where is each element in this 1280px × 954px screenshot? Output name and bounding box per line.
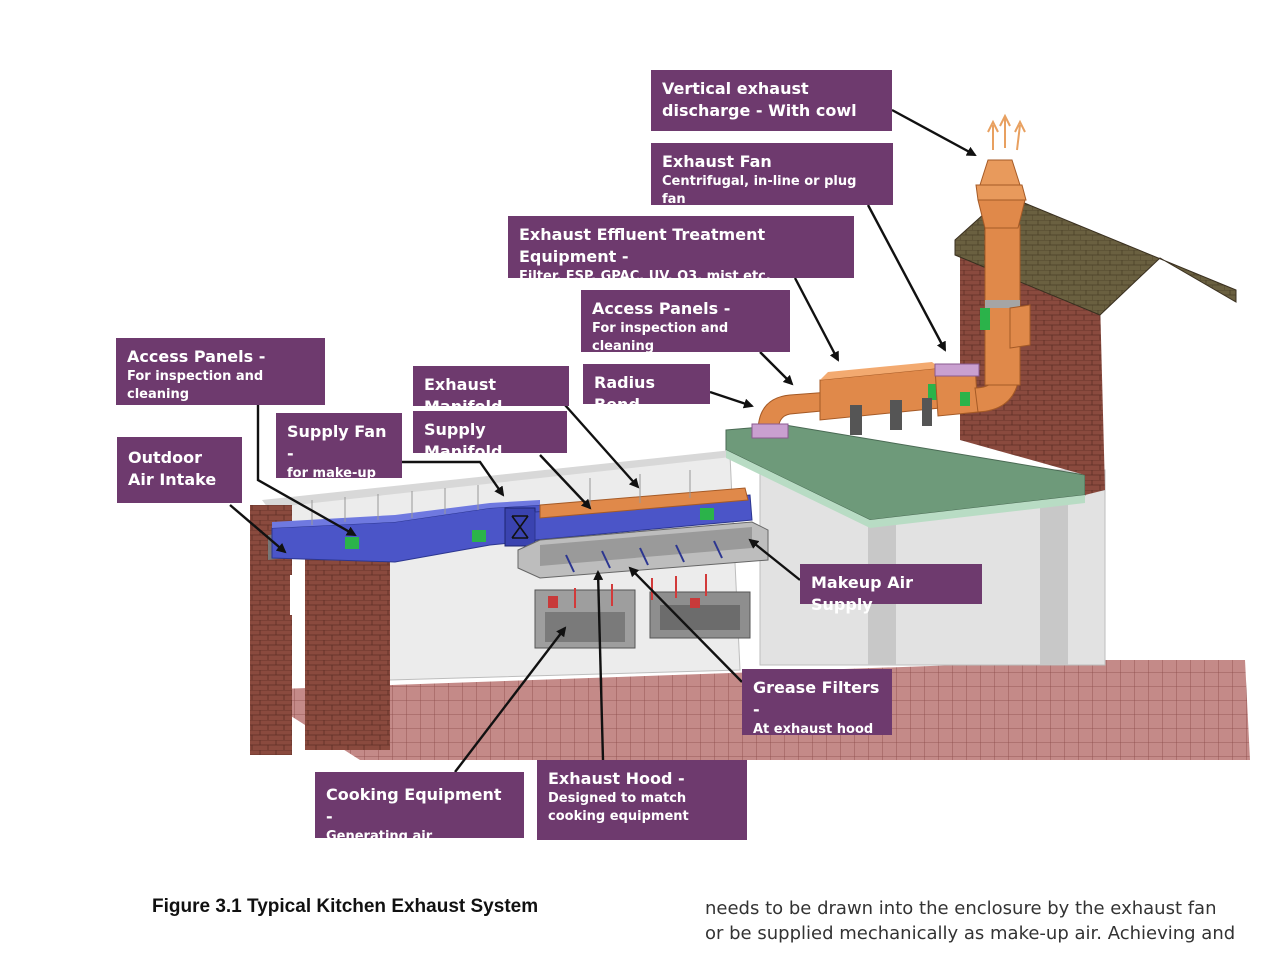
label-effluent-treatment-title: Exhaust Effluent Treatment Equipment - xyxy=(519,225,766,266)
label-outdoor-air-intake-text: Outdoor Air Intake xyxy=(128,448,217,489)
grease-filter-marks xyxy=(565,540,723,573)
label-access-panels-right: Access Panels - For inspection and clean… xyxy=(581,290,790,354)
leader-access-panels-right xyxy=(759,351,794,386)
exhaust-hood-underside xyxy=(540,527,752,566)
supply-manifold-panel xyxy=(700,508,714,520)
roof-slab-edge xyxy=(726,450,1085,528)
label-access-panels-right-sub: For inspection and cleaning xyxy=(592,321,729,354)
label-cooking-equipment: Cooking Equipment - Generating air conta… xyxy=(315,772,524,862)
label-grease-filters: Grease Filters - At exhaust hood xyxy=(742,669,892,737)
label-exhaust-hood-title: Exhaust Hood - xyxy=(548,769,685,788)
leader-exhaust-hood xyxy=(593,570,605,761)
label-access-panels-right-title: Access Panels - xyxy=(592,299,731,318)
supply-duct-access-panel xyxy=(345,537,359,549)
label-exhaust-fan: Exhaust Fan Centrifugal, in-line or plug… xyxy=(651,143,893,207)
label-exhaust-fan-title: Exhaust Fan xyxy=(662,152,772,171)
leader-outdoor-air-intake xyxy=(229,504,287,554)
figure-caption: Figure 3.1 Typical Kitchen Exhaust Syste… xyxy=(152,896,538,918)
label-access-panels-left-sub: For inspection and cleaning xyxy=(127,369,264,402)
body-text: needs to be drawn into the enclosure by … xyxy=(705,896,1265,946)
left-brick-wall xyxy=(305,535,390,750)
label-supply-manifold-text: Supply Manifold xyxy=(424,420,503,461)
label-radius-bend: Radius Bend xyxy=(583,364,710,414)
intake-opening xyxy=(290,575,304,615)
label-exhaust-fan-sub: Centrifugal, in-line or plug fan xyxy=(662,174,857,207)
leader-access-panels-left xyxy=(256,405,357,537)
pitched-roof xyxy=(954,194,1237,316)
label-supply-fan-title: Supply Fan - xyxy=(287,422,387,463)
back-wall-top-edge xyxy=(262,450,740,508)
leader-grease-filters xyxy=(628,566,743,683)
label-makeup-air-supply-text: Makeup Air Supply xyxy=(811,573,913,614)
label-radius-bend-text: Radius Bend xyxy=(594,373,655,414)
label-cooking-equipment-title: Cooking Equipment - xyxy=(326,785,502,826)
label-supply-fan: Supply Fan - for make-up air xyxy=(276,413,402,499)
leader-arrows xyxy=(229,108,977,773)
supply-fan-symbol xyxy=(511,515,529,539)
label-outdoor-air-intake: Outdoor Air Intake xyxy=(117,437,242,503)
leader-exhaust-fan xyxy=(866,204,947,352)
leader-supply-manifold xyxy=(539,454,592,510)
label-exhaust-hood: Exhaust Hood - Designed to match cooking… xyxy=(537,760,747,840)
label-supply-manifold: Supply Manifold xyxy=(413,411,567,461)
label-exhaust-hood-sub: Designed to match cooking equipment xyxy=(548,791,689,824)
supply-duct-top xyxy=(272,500,540,528)
leader-effluent-treatment xyxy=(793,277,840,362)
leader-radius-bend xyxy=(709,390,754,409)
figure-number: Figure 3.1 xyxy=(152,896,242,917)
label-grease-filters-title: Grease Filters - xyxy=(753,678,880,719)
label-exhaust-manifold: Exhaust Manifold xyxy=(413,366,569,416)
label-effluent-treatment-sub: Filter, ESP, GPAC, UV, O3, mist etc. xyxy=(519,269,771,284)
exhaust-manifold xyxy=(539,487,749,519)
exhaust-stack-with-cowl xyxy=(975,159,1031,386)
label-supply-fan-sub: for make-up air xyxy=(287,466,376,499)
discharge-plume-arrows xyxy=(987,113,1026,151)
label-effluent-treatment: Exhaust Effluent Treatment Equipment - F… xyxy=(508,216,854,284)
label-vertical-discharge-text: Vertical exhaust discharge - With cowl xyxy=(662,79,857,120)
figure-title: Typical Kitchen Exhaust System xyxy=(247,896,539,917)
label-makeup-air-supply: Makeup Air Supply xyxy=(800,564,982,614)
leader-vertical-discharge xyxy=(891,108,977,157)
body-text-line: needs to be drawn into the enclosure by … xyxy=(705,898,1217,919)
label-cooking-equipment-sub: Generating air contaminants xyxy=(326,829,433,862)
label-access-panels-left: Access Panels - For inspection and clean… xyxy=(116,338,325,405)
label-grease-filters-sub: At exhaust hood xyxy=(753,722,874,737)
supply-duct-access-panel xyxy=(472,530,486,542)
leader-supply-fan xyxy=(396,460,505,497)
body-text-line: or be supplied mechanically as make-up a… xyxy=(705,923,1236,944)
leader-exhaust-manifold xyxy=(564,404,640,489)
wall-pillar xyxy=(1040,495,1068,665)
label-vertical-discharge: Vertical exhaust discharge - With cowl xyxy=(651,70,892,131)
label-access-panels-left-title: Access Panels - xyxy=(127,347,266,366)
leader-makeup-air-supply xyxy=(748,538,801,581)
leader-cooking-equipment xyxy=(454,626,567,773)
